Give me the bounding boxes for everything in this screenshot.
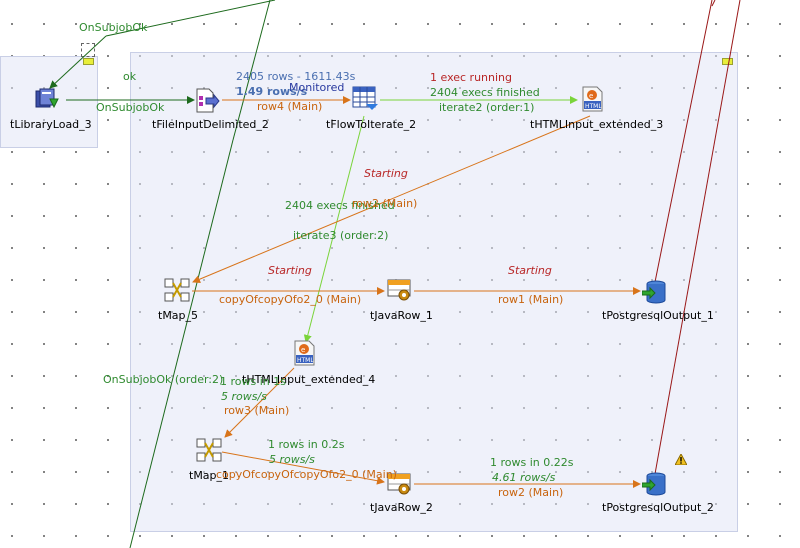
pg-output2-icon[interactable]	[642, 472, 668, 498]
row3-label: row3 (Main)	[224, 404, 290, 417]
execs-finished-2-label: 2404 execs finished	[285, 199, 395, 212]
rate-5b-label: 5 rows/s	[269, 453, 315, 466]
copyofcopyofcopy-label: copyOfcopyOfcopyOfo2_0 (Main)	[216, 468, 397, 481]
subjob-collapse-handle-main[interactable]	[722, 58, 733, 65]
pg-output1-icon[interactable]	[642, 280, 668, 306]
library-load-label: tLibraryLoad_3	[10, 118, 92, 131]
rows-in-1s-label: 1 rows in 1s	[220, 375, 286, 388]
onsubjobok-order2-label: OnSubjobOk (order:2)	[103, 373, 224, 386]
ok-link-label: ok	[123, 70, 137, 83]
javarow2-icon[interactable]	[387, 470, 413, 496]
flow-to-iterate-label: tFlowToIterate_2	[326, 118, 417, 131]
flow-to-iterate-icon[interactable]	[352, 86, 378, 112]
onsubjobok-mid-label: OnSubjobOk	[96, 101, 165, 114]
pg-output1-label: tPostgresqlOutput_1	[602, 309, 714, 322]
html-input-3-label: tHTMLInput_extended_3	[530, 118, 664, 131]
row3-link[interactable]	[224, 367, 295, 438]
starting-1-label: Starting	[364, 167, 408, 180]
onsubjob-link-diagonal-top[interactable]	[105, 0, 276, 37]
row2-link-diagonal[interactable]	[192, 115, 591, 283]
dark-red-line-1	[654, 0, 713, 283]
subjob-collapse-handle[interactable]	[83, 58, 94, 65]
dark-red-line-3	[711, 0, 716, 7]
exec-running-label: 1 exec running	[430, 71, 513, 84]
html-input-3-icon[interactable]: e HTML	[580, 86, 606, 112]
selection-marquee	[81, 43, 95, 57]
javarow2-label: tJavaRow_2	[370, 501, 433, 514]
html-input-4-label: tHTMLInput_extended_4	[242, 373, 376, 386]
tmap1-icon[interactable]	[196, 438, 222, 464]
svg-text:e: e	[589, 92, 593, 100]
iterate2-label: iterate2 (order:1)	[439, 101, 535, 114]
html-input-4-icon[interactable]: e HTML	[292, 340, 318, 366]
row1-label: row1 (Main)	[498, 293, 564, 306]
row4-label: row4 (Main)	[257, 100, 323, 113]
execs-finished-1-label: 2404 execs finished	[430, 86, 540, 99]
tmap1-label: tMap_1	[189, 469, 230, 482]
tmap5-icon[interactable]	[164, 278, 190, 304]
starting-3-label: Starting	[508, 264, 552, 277]
rows-in-02-label: 1 rows in 0.2s	[268, 438, 345, 451]
file-input-label: tFileInputDelimited_2	[152, 118, 269, 131]
onsubjobok-top-label: OnSubjobOk	[79, 21, 148, 34]
pg-output2-label: tPostgresqlOutput_2	[602, 501, 714, 514]
svg-text:HTML: HTML	[585, 103, 602, 110]
rows-in-022-label: 1 rows in 0.22s	[490, 456, 574, 469]
starting-2-label: Starting	[268, 264, 312, 277]
iterate3-link[interactable]	[303, 115, 365, 343]
rate-5a-label: 5 rows/s	[221, 390, 267, 403]
file-input-icon[interactable]	[194, 88, 220, 114]
tmap5-label: tMap_5	[158, 309, 199, 322]
row2-bottom-label: row2 (Main)	[498, 486, 564, 499]
onsubjob-order2-link[interactable]	[232, 0, 271, 141]
javarow1-icon[interactable]	[387, 276, 413, 302]
copyofcopyofcopy-link[interactable]	[221, 451, 385, 485]
warning-icon[interactable]	[675, 454, 687, 465]
svg-text:e: e	[301, 346, 305, 354]
rows-count-label: 2405 rows - 1611.43s	[236, 70, 356, 83]
onsubjob-link-top[interactable]	[49, 35, 107, 89]
onsubjob-link-long-diagonal[interactable]	[129, 139, 234, 548]
rows-rate-label: 1.49 rows/s	[236, 85, 308, 98]
iterate3-label: iterate3 (order:2)	[293, 229, 389, 242]
javarow1-label: tJavaRow_1	[370, 309, 433, 322]
monitored-label: Monitored	[289, 81, 345, 94]
dark-red-line-2	[654, 0, 741, 475]
copyofcopy-label: copyOfcopyOfo2_0 (Main)	[219, 293, 362, 306]
rate-461-label: 4.61 rows/s	[492, 471, 556, 484]
row2-overlap-label: row2 (Main)	[352, 197, 418, 210]
library-load-icon[interactable]	[34, 87, 60, 113]
svg-text:HTML: HTML	[297, 357, 314, 364]
